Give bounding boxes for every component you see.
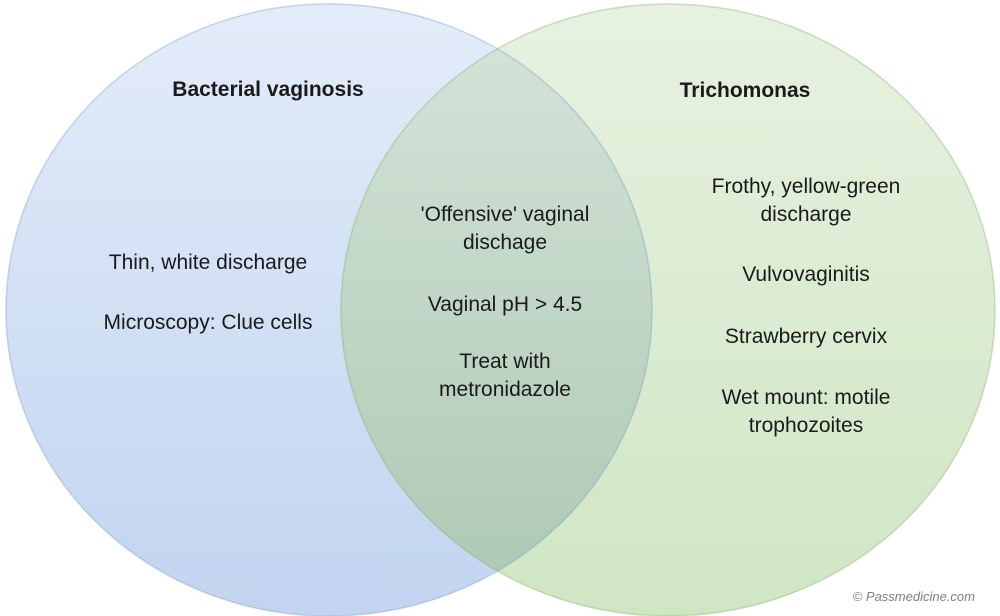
right-circle-item: Frothy, yellow-green discharge xyxy=(711,175,901,226)
right-circle-outline xyxy=(340,3,996,616)
overlap-item: 'Offensive' vaginal dischage xyxy=(420,203,590,254)
copyright-watermark: © Passmedicine.com xyxy=(852,589,975,604)
left-circle-item: Thin, white discharge xyxy=(108,251,308,274)
left-circle-item: Microscopy: Clue cells xyxy=(103,311,313,334)
overlap-item: Treat with metronidazole xyxy=(439,350,571,401)
right-circle-item: Wet mount: motile trophozoites xyxy=(721,386,891,437)
overlap-item: Vaginal pH > 4.5 xyxy=(427,293,583,316)
left-circle-outline xyxy=(5,3,653,616)
overlap-region-shape xyxy=(341,4,652,616)
right-circle-item: Strawberry cervix xyxy=(724,325,888,348)
right-circle-title: Trichomonas xyxy=(679,79,811,102)
right-circle-item: Vulvovaginitis xyxy=(742,263,870,286)
left-circle-title: Bacterial vaginosis xyxy=(172,78,364,101)
